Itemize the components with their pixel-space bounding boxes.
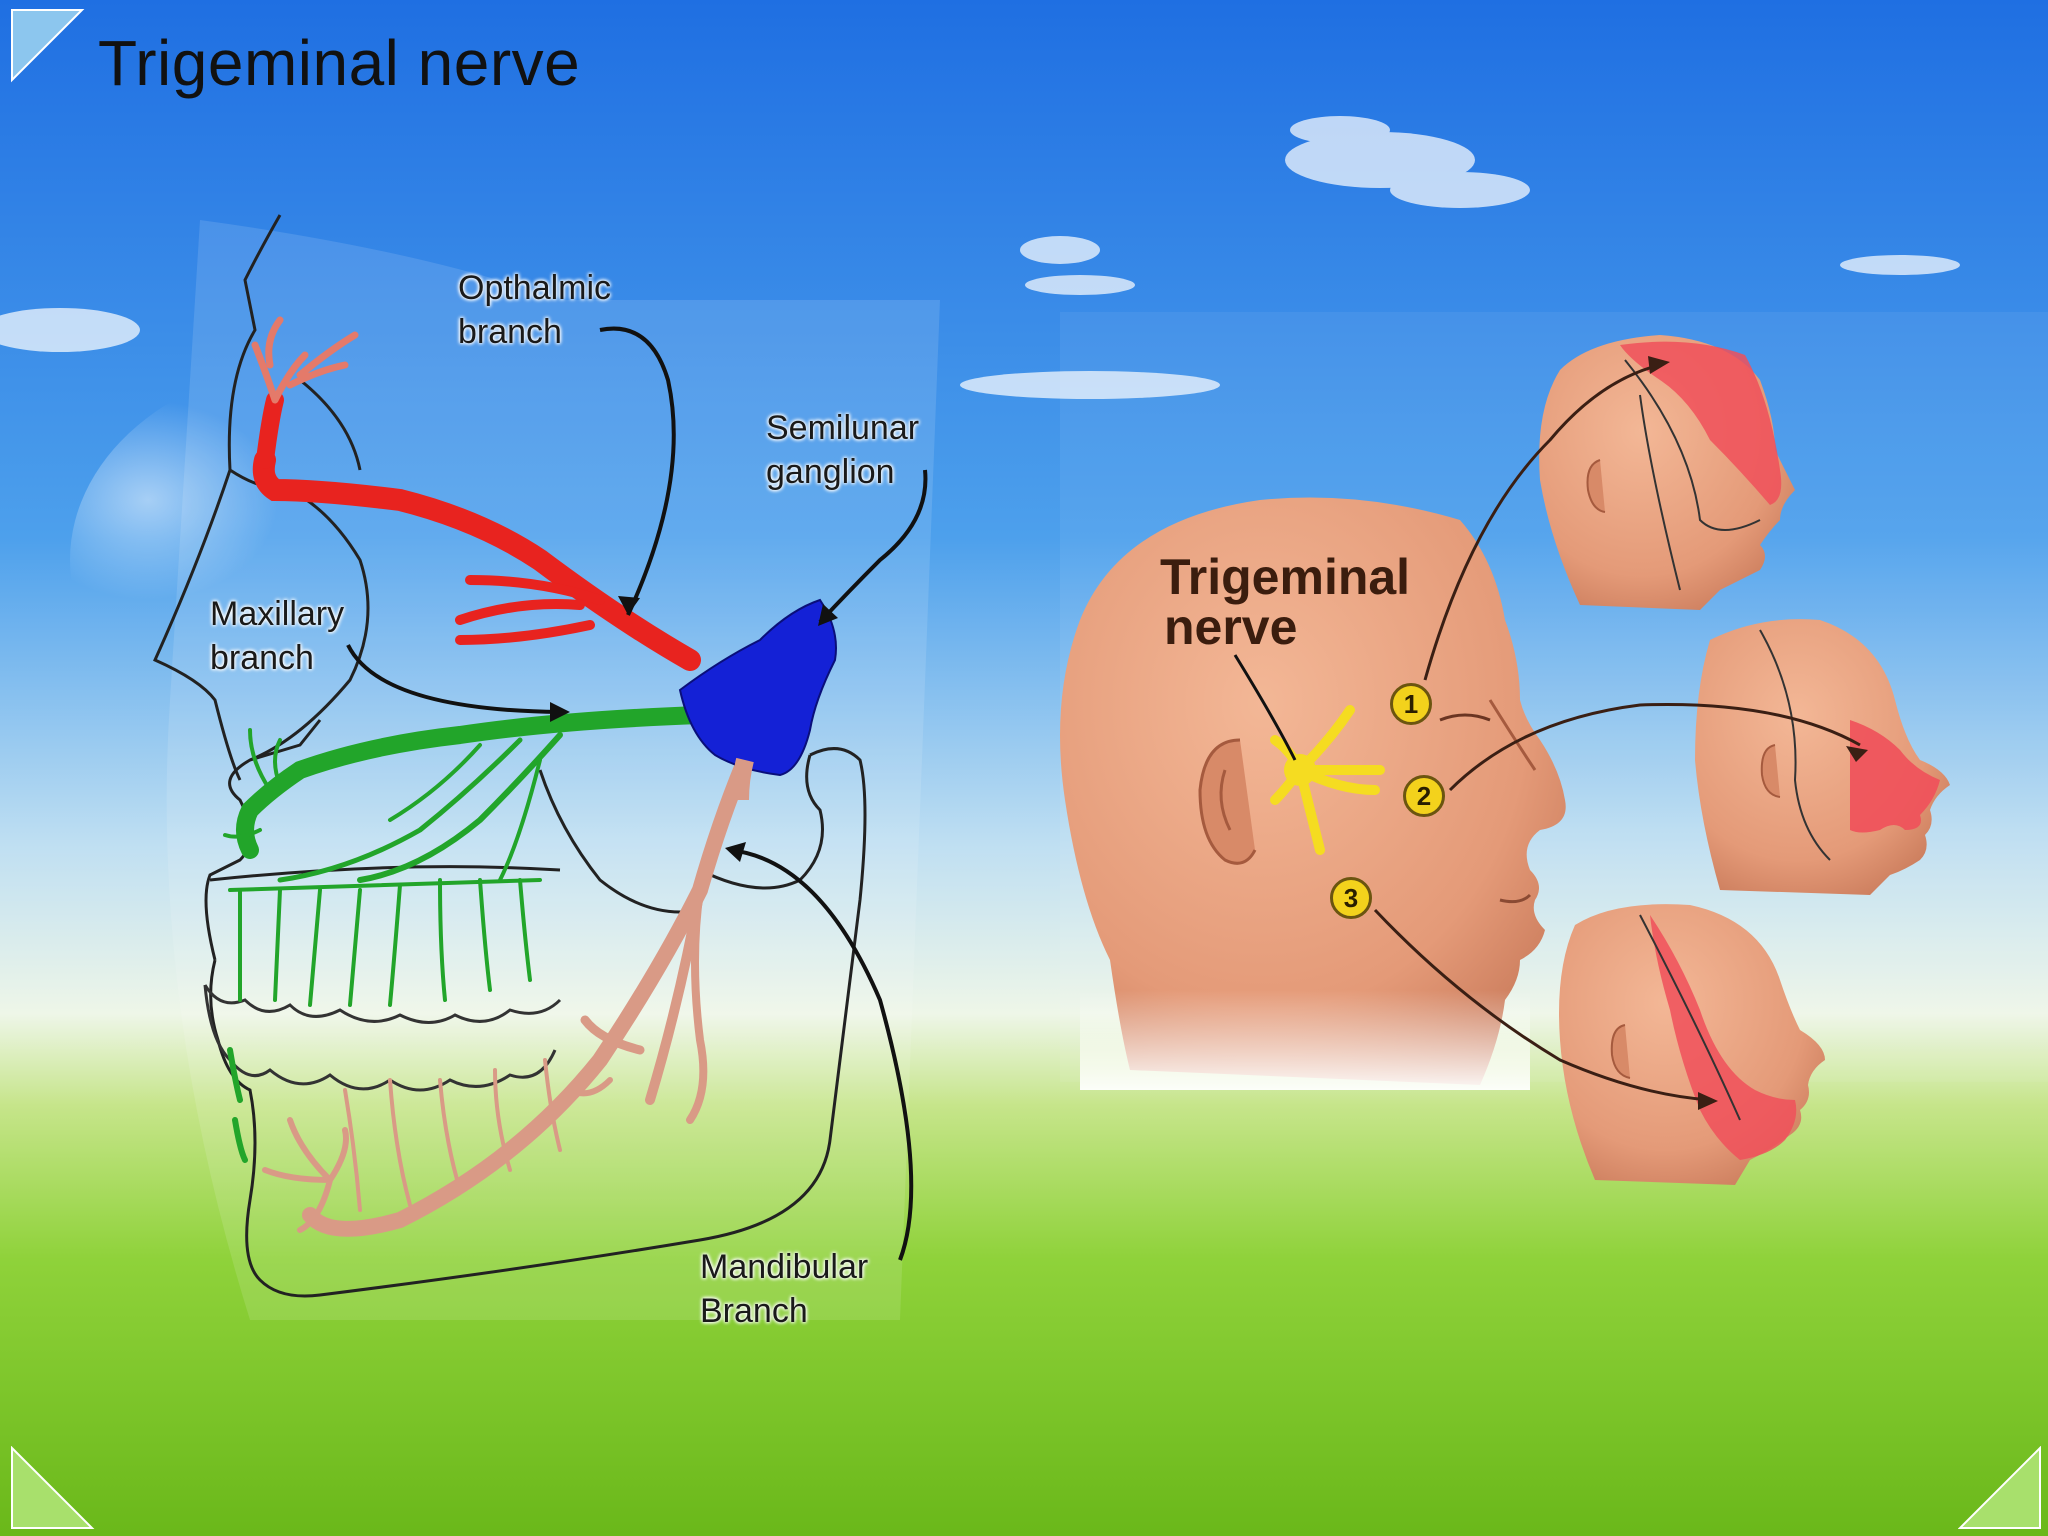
mandibular-branch <box>262 752 753 1237</box>
label-trigeminal-line1: Trigeminal <box>1160 549 1411 605</box>
label-maxillary-branch: Maxillary branch <box>210 592 344 680</box>
label-mandibular-line2: Branch <box>700 1292 808 1330</box>
leader-arrows <box>346 326 928 1261</box>
maxillary-branch <box>223 706 709 1163</box>
dermatome-arrows <box>1373 363 1861 1102</box>
ophthalmic-branch <box>251 316 701 671</box>
label-semilunar-line1: Semilunar <box>766 409 920 447</box>
small-head-1 <box>1539 335 1795 610</box>
semilunar-ganglion <box>678 598 837 777</box>
label-semilunar-ganglion: Semilunar ganglion <box>766 406 919 494</box>
small-head-2 <box>1695 619 1950 895</box>
label-maxillary-line2: branch <box>210 639 314 677</box>
corner-top-left-triangle <box>11 9 85 83</box>
arrow-heads <box>550 596 838 862</box>
dermatome-arrow-heads <box>1648 356 1868 1110</box>
number-badge-2: 2 <box>1403 775 1445 817</box>
label-mandibular-branch: Mandibular Branch <box>700 1245 868 1333</box>
label-ophthalmic-line2: branch <box>458 313 562 351</box>
corner-bottom-left-triangle <box>11 1446 95 1529</box>
small-head-3 <box>1559 904 1825 1185</box>
corner-bottom-right-triangle <box>1958 1446 2041 1529</box>
large-head <box>1060 497 1566 1090</box>
number-badge-3: 3 <box>1330 877 1372 919</box>
number-badge-1: 1 <box>1390 683 1432 725</box>
label-ophthalmic-branch: Opthalmic branch <box>458 266 611 354</box>
label-ophthalmic-line1: Opthalmic <box>458 269 612 307</box>
label-trigeminal-line2: nerve <box>1164 599 1298 655</box>
label-semilunar-line2: ganglion <box>766 453 895 491</box>
label-mandibular-line1: Mandibular <box>700 1248 869 1286</box>
label-trigeminal-nerve: Trigeminal nerve <box>1160 552 1410 652</box>
slide-title: Trigeminal nerve <box>98 27 581 99</box>
label-maxillary-line1: Maxillary <box>210 595 345 633</box>
